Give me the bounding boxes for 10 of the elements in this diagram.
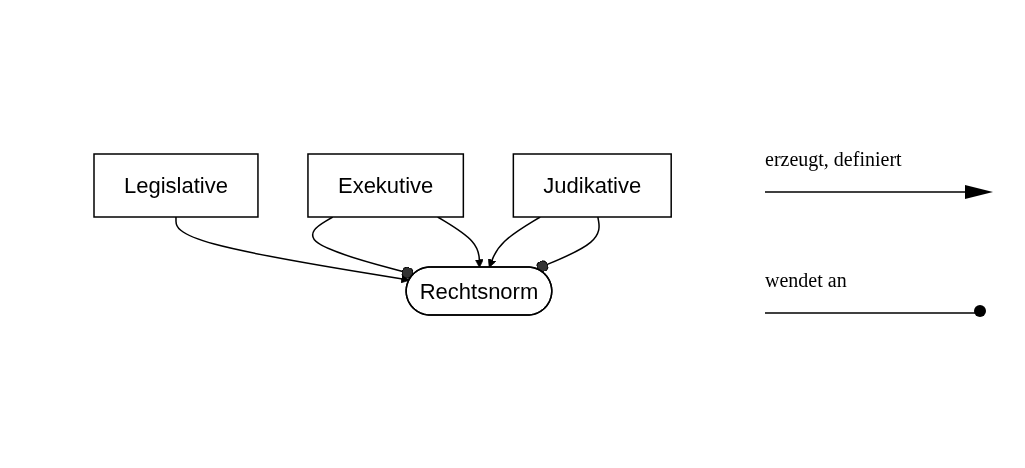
- arrow: [487, 215, 541, 268]
- node-box: Exekutive: [307, 152, 464, 218]
- arrow: [436, 215, 484, 268]
- legend-text: wendet an: [765, 269, 848, 292]
- legend-text: erzeugt, definiert: [765, 148, 903, 171]
- arrow: [175, 215, 410, 283]
- node-box: Legislative: [93, 152, 259, 218]
- node-box: Judikative: [512, 152, 672, 218]
- connector: [535, 215, 600, 272]
- connector: [311, 215, 415, 279]
